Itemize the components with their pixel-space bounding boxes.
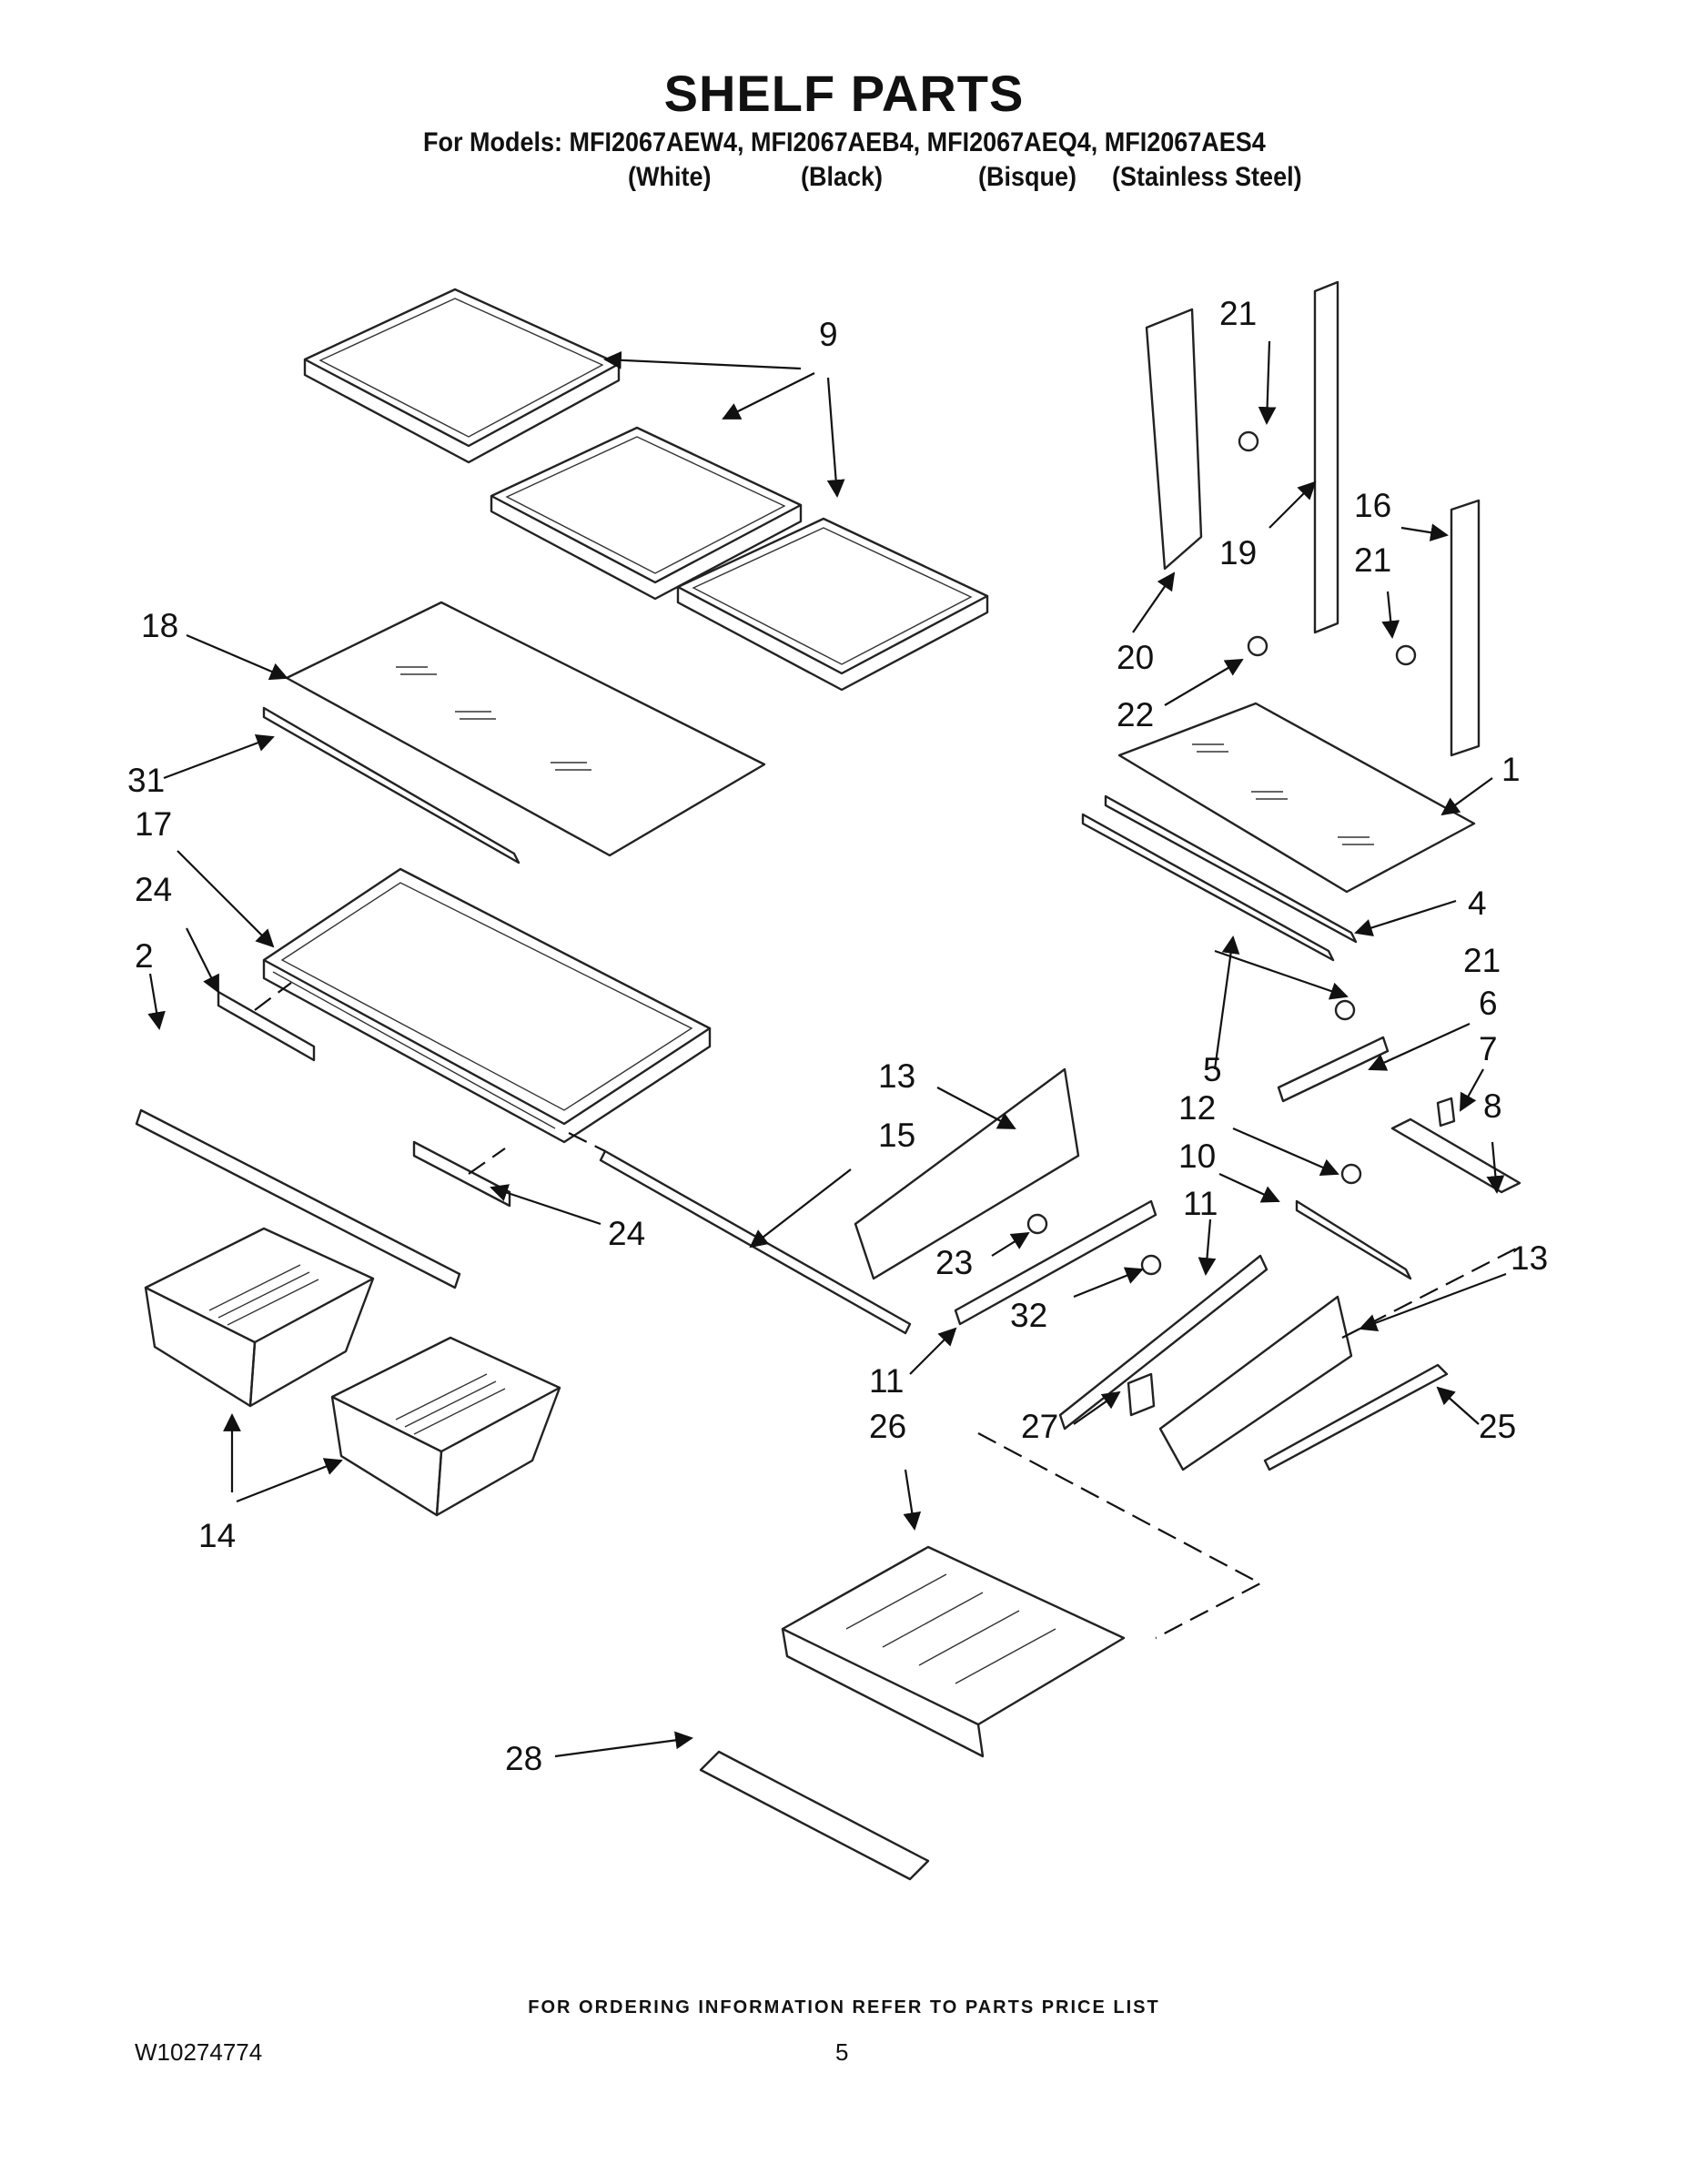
screw-23	[1026, 1213, 1048, 1235]
crisper-drawer-1	[144, 1227, 375, 1408]
callout-8: 8	[1483, 1087, 1502, 1125]
callout-21-mid: 21	[1463, 942, 1501, 979]
document-number: W10274774	[135, 2038, 263, 2066]
callout-17: 17	[135, 805, 172, 843]
models-line: For Models: MFI2067AEW4, MFI2067AEB4, MF…	[423, 127, 1266, 157]
color-white: (White)	[628, 162, 712, 192]
rod-10	[1295, 1199, 1412, 1280]
page-title: SHELF PARTS	[663, 65, 1025, 122]
callout-11-right: 11	[1183, 1185, 1218, 1222]
shelf-frame-1	[303, 288, 621, 464]
callout-24-upper: 24	[135, 871, 172, 908]
callout-22: 22	[1117, 696, 1154, 733]
bar-25	[1263, 1363, 1449, 1471]
callout-11-left: 11	[869, 1362, 904, 1400]
clip-27	[1127, 1372, 1156, 1417]
callout-28: 28	[505, 1740, 542, 1777]
shelf-frame-2	[490, 426, 803, 601]
ordering-note: FOR ORDERING INFORMATION REFER TO PARTS …	[528, 1997, 1160, 2017]
bracket-24-lower	[412, 1140, 511, 1208]
bracket-6	[1277, 1036, 1390, 1103]
callout-23: 23	[935, 1244, 973, 1281]
callout-32: 32	[1010, 1297, 1047, 1334]
trim-strip-31	[262, 706, 521, 864]
slide-shelf-frame-17	[262, 867, 712, 1144]
housing-13-upper	[854, 1067, 1080, 1280]
trim-4	[1104, 794, 1358, 944]
glass-shelf-1	[1117, 702, 1476, 894]
callout-6: 6	[1479, 985, 1498, 1022]
callout-19: 19	[1219, 534, 1257, 571]
bracket-24-upper	[217, 990, 316, 1062]
callout-4: 4	[1468, 885, 1487, 922]
callout-27: 27	[1021, 1408, 1058, 1445]
callout-15: 15	[878, 1117, 915, 1154]
page-number: 5	[835, 2038, 849, 2066]
rail-16	[1450, 499, 1481, 757]
callout-21-top: 21	[1219, 295, 1257, 332]
bracket-20	[1145, 308, 1203, 571]
callout-12: 12	[1178, 1089, 1216, 1127]
callout-31: 31	[127, 762, 165, 799]
color-black: (Black)	[801, 162, 884, 192]
callout-25: 25	[1479, 1408, 1516, 1445]
callout-26: 26	[869, 1408, 906, 1445]
screw-21-mid	[1334, 999, 1356, 1021]
callout-14: 14	[198, 1517, 236, 1554]
callout-20: 20	[1117, 639, 1154, 676]
rail-19	[1313, 280, 1339, 634]
callout-7: 7	[1479, 1030, 1498, 1067]
callout-2: 2	[135, 937, 154, 975]
housing-13-lower	[1158, 1295, 1353, 1471]
callout-10: 10	[1178, 1138, 1216, 1175]
callout-18: 18	[141, 607, 178, 644]
callout-1: 1	[1501, 751, 1521, 788]
shelf-frame-3	[676, 517, 989, 692]
tray-26	[781, 1545, 1126, 1758]
slide-11-left	[954, 1199, 1157, 1326]
callout-13-lower: 13	[1511, 1239, 1548, 1277]
screw-12	[1340, 1163, 1362, 1185]
color-stainless-steel: (Stainless Steel)	[1112, 162, 1302, 192]
bracket-8	[1390, 1117, 1521, 1194]
screw-22	[1247, 635, 1269, 657]
callout-9: 9	[819, 316, 838, 353]
callout-16: 16	[1354, 487, 1391, 524]
callout-24-lower: 24	[608, 1215, 645, 1252]
color-bisque: (Bisque)	[978, 162, 1076, 192]
slide-11-right	[1058, 1254, 1269, 1431]
callout-13-upper: 13	[878, 1057, 915, 1095]
tray-front-28	[699, 1750, 930, 1881]
screw-21-top	[1238, 430, 1259, 452]
clip-7	[1436, 1097, 1456, 1127]
rail-15	[599, 1149, 912, 1335]
front-trim-2	[135, 1108, 461, 1289]
trim-5	[1081, 813, 1335, 962]
screw-32	[1140, 1254, 1162, 1276]
screw-21-right	[1395, 644, 1417, 666]
glass-shelf-18	[285, 601, 766, 857]
callout-21-right: 21	[1354, 541, 1391, 579]
crisper-drawer-2	[330, 1336, 561, 1517]
callout-5: 5	[1203, 1051, 1222, 1088]
